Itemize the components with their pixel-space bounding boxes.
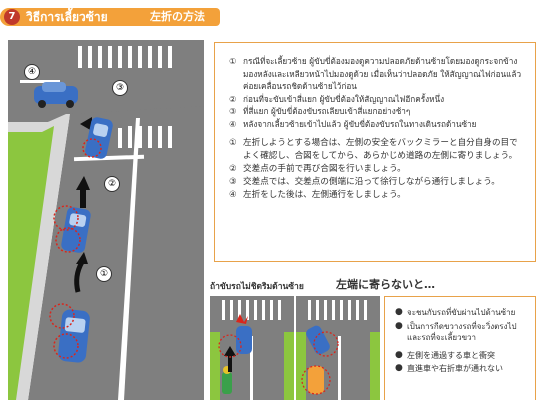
item-text: 左側を通過する車と衝突 — [407, 350, 495, 360]
list-item: ● 直進車や右折車が通れない — [395, 363, 529, 375]
blocking-diagram — [296, 296, 380, 400]
step-badge: 7 — [4, 9, 20, 25]
bullet-icon: ● — [395, 307, 403, 317]
instruction-panel: ① กรณีที่จะเลี้ยวซ้าย ผู้ขับขี่ต้องมองดูค… — [214, 42, 536, 262]
thai-instructions: ① กรณีที่จะเลี้ยวซ้าย ผู้ขับขี่ต้องมองดูค… — [229, 55, 525, 131]
item-text: 交差点の手前で再び合図を行いましょう。 — [243, 163, 406, 174]
item-number: ② — [229, 163, 237, 174]
item-text: 左折をした後は、左側通行をしましょう。 — [243, 190, 406, 201]
list-item: ① 左折しようとする場合は、左側の安全をバックミラーと自分自身の目でよく確認し、合… — [229, 137, 525, 163]
crosswalk-side — [118, 126, 172, 148]
list-item: ③ ที่สี่แยก ผู้ขับขี่ต้องขับรถเลียบเข้าสี… — [229, 105, 525, 118]
item-text: 左折しようとする場合は、左側の安全をバックミラーと自分自身の目でよく確認し、合図… — [243, 137, 518, 161]
item-text: ก่อนที่จะขับเข้าสี่แยก ผู้ขับขี่ต้องให้ส… — [243, 93, 445, 104]
title-bar: 7 วิธีการเลี้ยวซ้าย 左折の方法 — [0, 8, 220, 26]
left-turn-illustration: ④ ③ ② ① — [8, 40, 204, 400]
item-number: ③ — [229, 106, 237, 117]
collision-illustration — [210, 296, 294, 400]
bullet-icon: ● — [395, 320, 403, 331]
list-item: ● 左側を通過する車と衝突 — [395, 350, 529, 362]
car-position-2 — [53, 205, 91, 253]
lane-dash — [20, 80, 60, 83]
marker-4: ④ — [24, 64, 40, 80]
crosswalk-top — [78, 46, 172, 68]
center-line — [118, 118, 140, 400]
marker-3: ③ — [112, 80, 128, 96]
forward-arrow-1 — [74, 260, 85, 293]
item-number: ① — [229, 137, 237, 148]
item-number: ③ — [229, 177, 237, 188]
collision-diagram — [210, 296, 294, 400]
forward-arrow-2-head — [76, 176, 90, 190]
car-position-3 — [82, 117, 113, 159]
blocking-illustration — [296, 296, 380, 400]
warning-heading: ถ้าขับรถไม่ชิดริมด้านซ้าย 左端に寄らないと… — [210, 276, 536, 294]
item-text: ที่สี่แยก ผู้ขับขี่ต้องขับรถเลียบเข้าสี่… — [243, 106, 411, 117]
list-item: ● เป็นการกีดขวางรถที่จะวิ่งตรงไปและรถที่จ… — [395, 321, 529, 344]
motorcycle — [222, 372, 232, 394]
item-number: ① — [229, 56, 237, 66]
forward-arrow-1-head — [76, 252, 88, 264]
list-item: ② ก่อนที่จะขับเข้าสี่แยก ผู้ขับขี่ต้องให้… — [229, 93, 525, 106]
warning-japanese: 左端に寄らないと… — [336, 278, 435, 291]
item-text: 直進車や右折車が通れない — [407, 364, 503, 374]
intersection-diagram — [8, 40, 204, 400]
turning-car — [306, 325, 330, 355]
item-text: 交差点では、交差点の側端に沿って徐行しながら通行しましょう。 — [243, 177, 500, 188]
crash-icon — [236, 314, 248, 324]
turn-arrow-head — [80, 117, 92, 131]
list-item: ④ 左折をした後は、左側通行をしましょう。 — [229, 189, 525, 202]
item-text: กรณีที่จะเลี้ยวซ้าย ผู้ขับขี่ต้องมองดูคว… — [243, 56, 522, 92]
item-number: ④ — [229, 118, 237, 129]
item-number: ④ — [229, 190, 237, 201]
grass-strip — [8, 126, 54, 400]
item-text: จะชนกับรถที่ขับผ่านไปด้านซ้าย — [407, 308, 516, 317]
warning-thai: ถ้าขับรถไม่ชิดริมด้านซ้าย — [210, 282, 304, 292]
car-position-1 — [49, 303, 90, 363]
title-thai: วิธีการเลี้ยวซ้าย — [26, 10, 108, 24]
car — [236, 326, 252, 354]
car-position-4 — [34, 82, 78, 108]
forward-arrow-2 — [80, 186, 86, 208]
list-item: ① กรณีที่จะเลี้ยวซ้าย ผู้ขับขี่ต้องมองดูค… — [229, 55, 525, 93]
list-item: ② 交差点の手前で再び合図を行いましょう。 — [229, 163, 525, 176]
bullet-icon: ● — [395, 349, 403, 360]
marker-1: ① — [96, 266, 112, 282]
title-japanese: 左折の方法 — [150, 10, 205, 23]
consequence-list: ● จะชนกับรถที่ขับผ่านไปด้านซ้าย ● เป็นการก… — [384, 296, 536, 400]
japanese-instructions: ① 左折しようとする場合は、左側の安全をバックミラーと自分自身の目でよく確認し、合… — [229, 137, 525, 203]
list-item: ● จะชนกับรถที่ขับผ่านไปด้านซ้าย — [395, 307, 529, 319]
blocked-car — [308, 366, 324, 394]
item-text: หลังจากเลี้ยวซ้ายเข้าไปแล้ว ผู้ขับขี่ต้อ… — [243, 118, 477, 129]
item-text: เป็นการกีดขวางรถที่จะวิ่งตรงไปและรถที่จะ… — [407, 321, 517, 343]
list-item: ④ หลังจากเลี้ยวซ้ายเข้าไปแล้ว ผู้ขับขี่ต้… — [229, 118, 525, 131]
bullet-icon: ● — [395, 363, 403, 374]
header: 7 วิธีการเลี้ยวซ้าย 左折の方法 — [0, 0, 540, 30]
list-item: ③ 交差点では、交差点の側端に沿って徐行しながら通行しましょう。 — [229, 176, 525, 189]
stop-line — [73, 154, 145, 162]
item-number: ② — [229, 93, 237, 104]
marker-2: ② — [104, 176, 120, 192]
